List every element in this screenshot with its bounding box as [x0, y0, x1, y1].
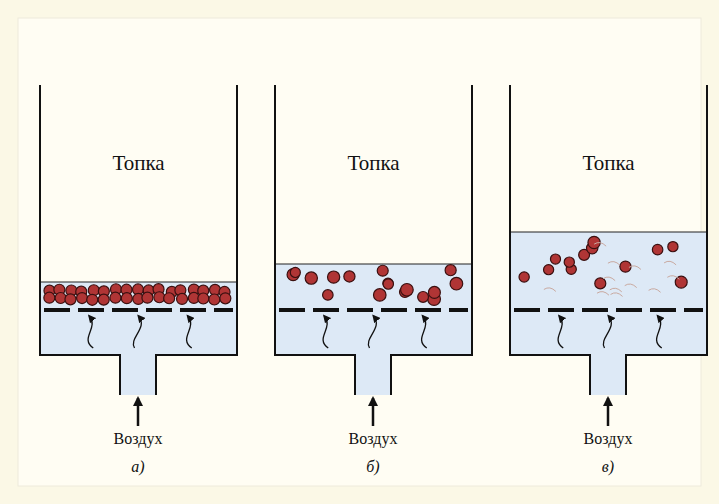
air-label: Воздух	[584, 430, 633, 448]
air-flow-arrow	[323, 316, 328, 348]
fuel-particle	[209, 294, 220, 305]
fuel-particle	[110, 292, 121, 303]
fuel-particle	[98, 294, 109, 305]
gas-streak	[611, 293, 623, 297]
air-flow-arrow	[657, 316, 662, 348]
fuel-particle	[544, 265, 554, 275]
fuel-particle	[519, 272, 529, 282]
furnace-wall	[275, 85, 472, 395]
fuel-particle	[383, 279, 393, 289]
gas-streak	[610, 288, 622, 292]
fuel-particle	[164, 293, 175, 304]
air-flow-arrow	[422, 316, 427, 348]
air-label: Воздух	[349, 430, 398, 448]
gas-streak	[544, 288, 556, 292]
air-flow-arrow	[603, 316, 611, 348]
gas-streak	[597, 292, 609, 296]
furnace-wall	[40, 85, 237, 395]
fuel-particle	[401, 284, 414, 297]
fuel-particle	[652, 244, 662, 254]
fuel-particle	[323, 290, 334, 301]
fuel-particle	[177, 293, 188, 304]
furnace-chamber: Топка	[40, 85, 237, 282]
bed-surface	[40, 281, 237, 282]
air-zone	[40, 282, 237, 395]
fuel-particle	[374, 289, 387, 302]
furnace-label: Топка	[40, 151, 237, 176]
fuel-particle	[65, 294, 76, 305]
fuel-particle	[550, 254, 560, 264]
gas-streak	[625, 284, 637, 288]
furnace-chamber: Топка	[275, 85, 472, 264]
fuel-particle	[55, 292, 66, 303]
air-flow-arrow	[88, 316, 93, 348]
fuel-particle	[198, 293, 209, 304]
fuel-particle	[383, 278, 393, 288]
gas-streak	[667, 276, 679, 280]
air-label: Воздух	[114, 430, 163, 448]
fuel-particle	[77, 293, 88, 304]
fuel-particle	[44, 292, 55, 303]
air-inlet-arrow	[372, 398, 375, 426]
air-flow-arrow	[133, 316, 141, 348]
furnace-label: Топка	[275, 151, 472, 176]
fuel-particle	[377, 265, 388, 276]
air-inlet-arrow	[607, 398, 610, 426]
air-flow-arrow	[368, 316, 376, 348]
furnace-label: Топка	[510, 151, 707, 176]
fuel-particle	[142, 292, 153, 303]
subfigure-label: в)	[602, 458, 614, 476]
furnace-wall	[510, 85, 707, 395]
fuel-particle	[87, 294, 98, 305]
fuel-particle	[220, 293, 231, 304]
fuel-particle	[595, 278, 606, 289]
fuel-particle	[668, 242, 678, 252]
air-flow-arrow	[187, 316, 192, 348]
furnace-chamber: Топка	[510, 85, 707, 232]
fuel-particle	[328, 271, 340, 283]
bed-surface	[510, 231, 707, 232]
fuel-particle	[290, 267, 300, 277]
air-zone	[510, 232, 707, 395]
air-flow-arrow	[558, 316, 563, 348]
gas-streak	[603, 277, 615, 281]
fuel-particle	[121, 293, 132, 304]
fuel-particle	[428, 286, 440, 298]
gas-streak	[594, 243, 606, 247]
grate	[514, 308, 703, 312]
gas-streak	[629, 266, 641, 270]
air-inlet-arrow	[137, 398, 140, 426]
fuel-particle	[305, 272, 317, 284]
gas-streak	[649, 289, 661, 293]
gas-streak	[664, 261, 676, 265]
fuel-particle	[564, 257, 574, 267]
fuel-particle	[445, 265, 456, 276]
subfigure-label: б)	[366, 458, 379, 476]
gas-streak	[608, 262, 620, 266]
fuel-particle	[450, 277, 463, 290]
subfigure-label: а)	[131, 458, 144, 476]
fuel-particle	[344, 271, 355, 282]
bed-surface	[275, 263, 472, 264]
air-zone	[275, 264, 472, 395]
fuel-particle	[418, 291, 429, 302]
grate	[44, 308, 233, 312]
grate	[279, 308, 468, 312]
